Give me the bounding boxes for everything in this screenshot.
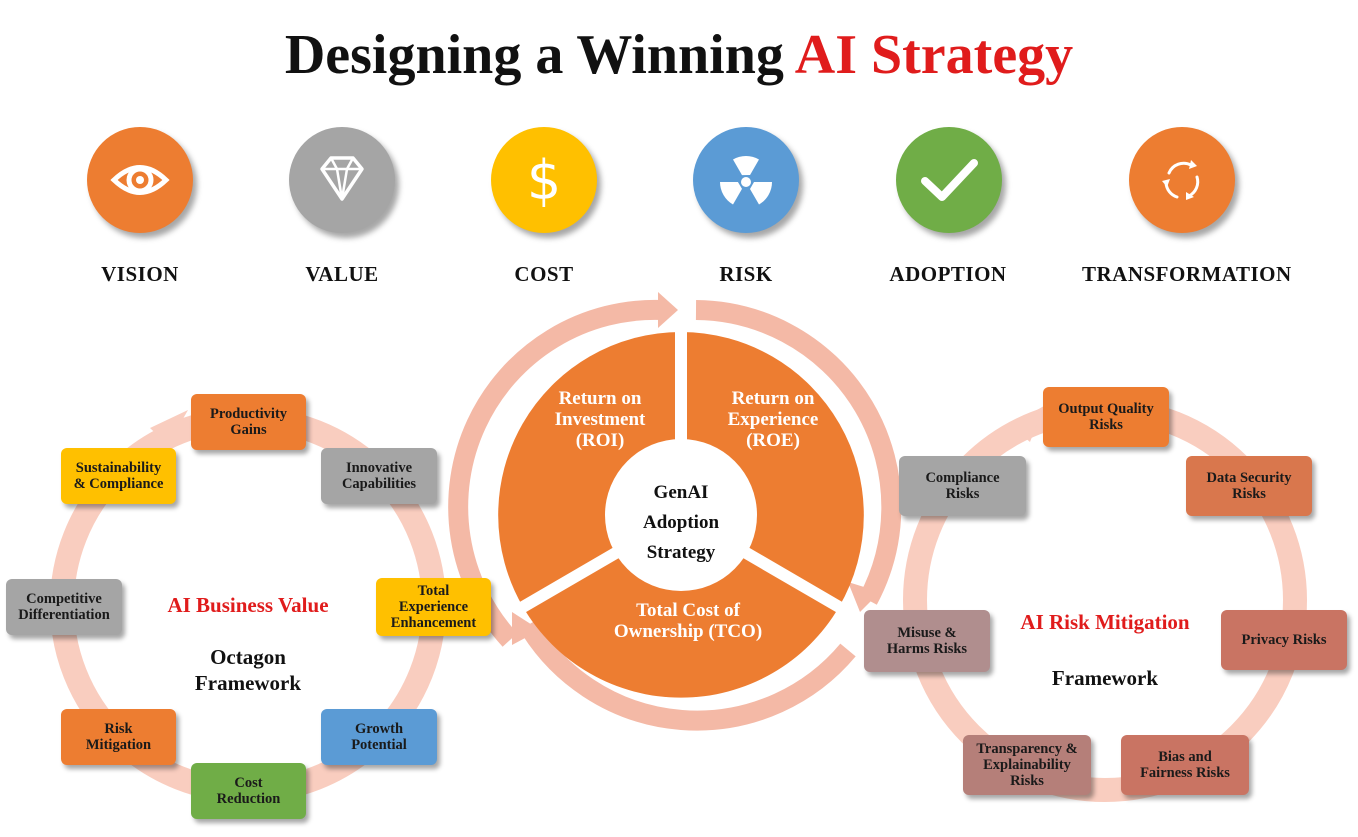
risk-box-misuse: Misuse & Harms Risks (864, 610, 990, 672)
value-framework-title-rest: Octagon Framework (194, 645, 302, 695)
title-accent: AI Strategy (794, 24, 1074, 86)
value-box-innovative: Innovative Capabilities (321, 448, 437, 504)
value-box-growth: Growth Potential (321, 709, 437, 765)
pie-ring-arc-right (695, 300, 902, 605)
hub-label: GenAI Adoption Strategy (642, 482, 720, 563)
risk-box-compliance: Compliance Risks (899, 456, 1026, 516)
risk-cycle-arrowhead (1010, 406, 1044, 442)
pie-arrowhead-left (512, 612, 540, 645)
risk-box-bias: Bias and Fairness Risks (1121, 735, 1249, 795)
risk-box-data-security: Data Security Risks (1186, 456, 1312, 516)
value-box-risk-mitigation: Risk Mitigation (61, 709, 176, 765)
dollar-icon: $ (491, 127, 597, 233)
value-box-sustainability: Sustainability & Compliance (61, 448, 176, 504)
pie-hub (605, 439, 757, 591)
risk-box-output-quality: Output Quality Risks (1043, 387, 1169, 447)
risk-framework-title-rest: Framework (1051, 666, 1159, 690)
pillar-label-value: VALUE (305, 262, 379, 286)
diamond-icon (289, 127, 395, 233)
pie-segment-tco (523, 515, 839, 698)
segment-label-roi: Return on Investment (ROI) (554, 388, 646, 451)
pillar-label-transformation: TRANSFORMATION (1082, 262, 1292, 286)
risk-framework-title: AI Risk Mitigation Framework (985, 580, 1225, 720)
pillar-label-cost: COST (514, 262, 574, 286)
svg-text:$: $ (527, 149, 561, 212)
value-cycle-arrowhead (150, 410, 188, 445)
value-box-competitive: Competitive Differentiation (6, 579, 122, 635)
pillar-label-adoption: ADOPTION (889, 262, 1007, 286)
title-prefix: Designing a Winning (284, 24, 784, 86)
value-framework-title-accent: AI Business Value (167, 593, 329, 617)
page-title: Designing a Winning AI Strategy (0, 20, 1358, 90)
pillar-label-vision: VISION (101, 262, 179, 286)
cycle-icon (1129, 127, 1235, 233)
value-framework-title: AI Business Value Octagon Framework (138, 566, 358, 722)
risk-box-transparency: Transparency & Explainability Risks (963, 735, 1091, 795)
segment-label-tco: Total Cost of Ownership (TCO) (613, 600, 763, 642)
eye-icon (87, 127, 193, 233)
pie-arrowhead-right (848, 582, 880, 612)
value-box-experience: Total Experience Enhancement (376, 578, 491, 636)
pie-arrowhead-top (658, 292, 678, 328)
pie-ring-arc-bottom (519, 619, 856, 731)
segment-label-roe: Return on Experience (ROE) (727, 388, 819, 451)
risk-framework-title-accent: AI Risk Mitigation (1020, 610, 1190, 634)
value-box-productivity: Productivity Gains (191, 394, 306, 450)
pillar-label-risk: RISK (719, 262, 773, 286)
risk-box-privacy: Privacy Risks (1221, 610, 1347, 670)
value-box-cost-reduction: Cost Reduction (191, 763, 306, 819)
check-icon (896, 127, 1002, 233)
radiation-icon (693, 127, 799, 233)
